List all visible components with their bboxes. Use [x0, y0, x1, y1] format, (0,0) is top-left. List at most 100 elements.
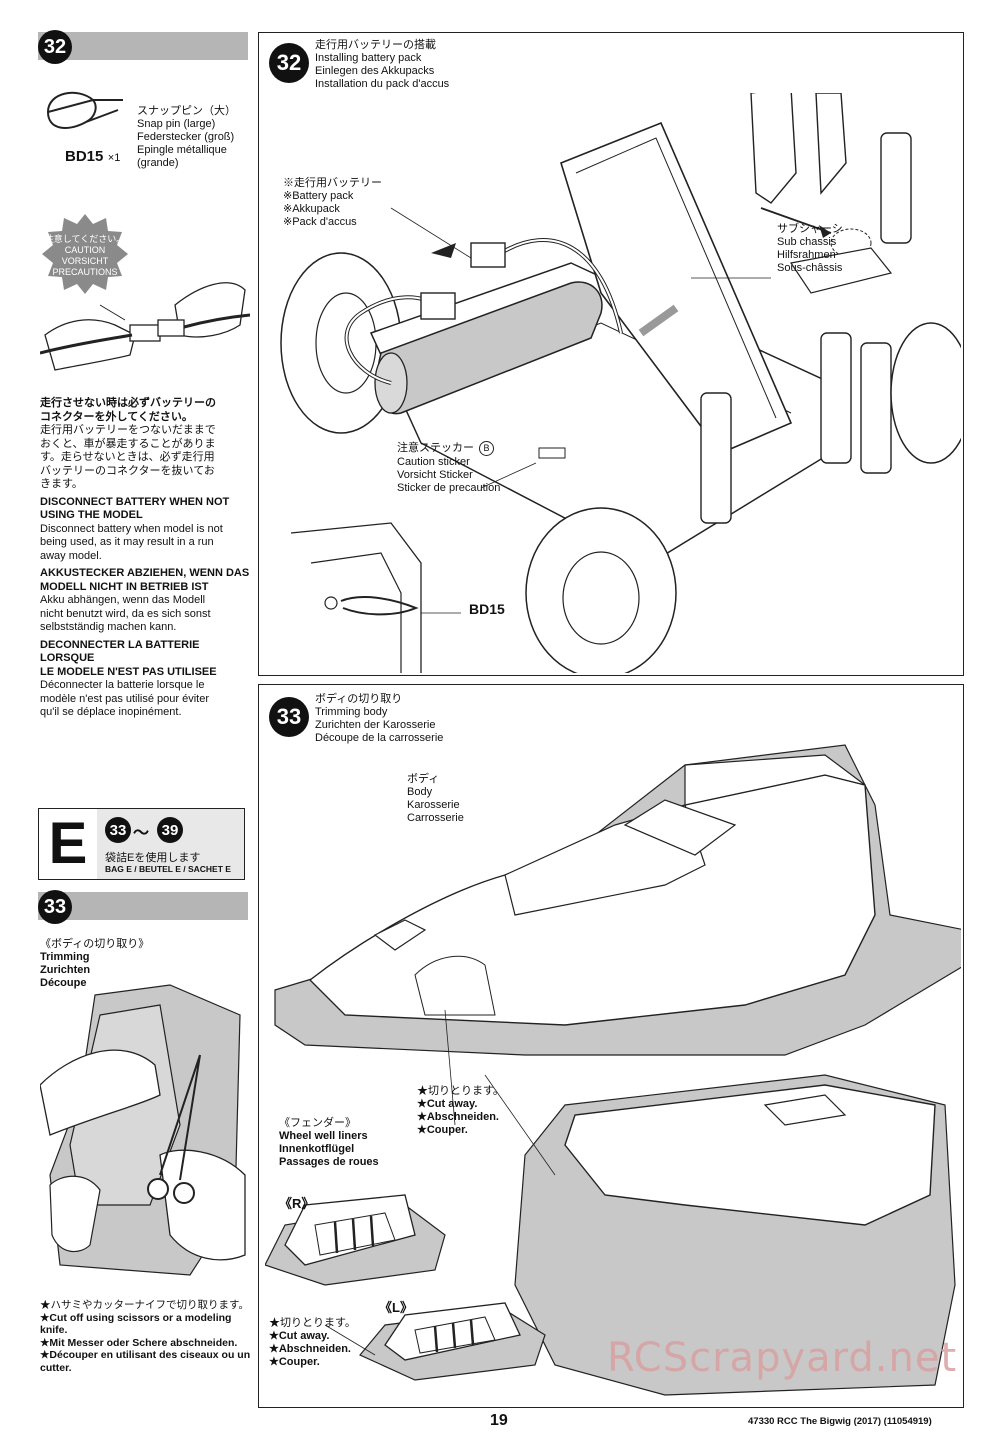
trimming-note-en-2: knife. — [40, 1324, 68, 1336]
warning-en-title-2: USING THE MODEL — [40, 509, 143, 521]
panel-33-number: 33 — [269, 697, 309, 737]
fender-de: Innenkotflügel — [279, 1143, 355, 1155]
warning-jp-title: 走行させない時は必ずバッテリーの — [40, 397, 216, 409]
warning-jp-body-2: おくと、車が暴走することがありま — [40, 437, 216, 450]
caution-en: CAUTION — [64, 245, 106, 255]
trimming-jp: 《ボディの切り取り》 — [40, 938, 150, 950]
trimming-note-en: ★Cut off using scissors or a modeling — [40, 1311, 232, 1324]
trimming-note-de: ★Mit Messer oder Schere abschneiden. — [40, 1336, 238, 1349]
warning-de-body: Akku abhängen, wenn das Modell — [40, 594, 206, 606]
warning-de-body-3: selbstständig machen kann. — [40, 621, 177, 633]
trimming-note-jp: ★ハサミやカッターナイフで切り取ります。 — [40, 1299, 249, 1311]
warning-fr-title: DECONNECTER LA BATTERIE LORSQUE — [40, 638, 200, 665]
page-number: 19 — [490, 1412, 508, 1429]
sticker-jp: 注意ステッカー — [397, 442, 474, 454]
cut-away-label-fender: ★切りとります。 ★Cut away. ★Abschneiden. ★Coupe… — [269, 1317, 356, 1369]
body-trimming-illustration — [265, 725, 961, 1405]
sticker-fr: Sticker de precaution — [397, 482, 501, 494]
caution-fr: PRECAUTIONS — [52, 267, 118, 277]
caution-badge: 注意してください。 CAUTION VORSICHT PRECAUTIONS — [40, 212, 130, 302]
battery-label-jp: ※走行用バッテリー — [283, 177, 382, 189]
document-id: 47330 RCC The Bigwig (2017) (11054919) — [748, 1416, 932, 1427]
cut-away-label-body: ★切りとります。 ★Cut away. ★Abschneiden. ★Coupe… — [417, 1085, 504, 1137]
caution-sticker-label: 注意ステッカー B Caution sticker Vorsicht Stick… — [397, 441, 500, 495]
sub-chassis-label: サブシャーシ Sub chassis Hilfsrahmen Sous-châs… — [777, 223, 843, 275]
cut-away-fender-jp: ★切りとります。 — [269, 1317, 356, 1329]
part-name-fr-2: (grande) — [137, 157, 179, 169]
battery-label-de: ※Akkupack — [283, 203, 340, 215]
step-32-header-bar — [38, 32, 248, 60]
trimming-label: 《ボディの切り取り》 Trimming Zurichten Découpe — [40, 938, 149, 990]
battery-label-en: ※Battery pack — [283, 190, 354, 202]
warning-fr-title-2: LE MODELE N'EST PAS UTILISEE — [40, 665, 217, 678]
part-code: BD15 ×1 — [65, 148, 120, 166]
step-33-number: 33 — [38, 890, 72, 924]
panel-32-title-fr: Installation du pack d'accus — [315, 78, 450, 90]
bag-jp: 袋詰Eを使用します — [105, 852, 201, 864]
warning-en-title: DISCONNECT BATTERY WHEN NOT — [40, 495, 230, 508]
body-label-jp: ボディ — [407, 773, 440, 785]
sticker-letter-badge: B — [479, 441, 495, 456]
cut-away-fr: ★Couper. — [417, 1124, 468, 1136]
bag-step-from: 33 — [105, 817, 131, 843]
battery-label-fr: ※Pack d'accus — [283, 216, 357, 228]
battery-install-illustration — [271, 93, 961, 673]
warning-de-body-2: nicht benutzt wird, da es sich sonst — [40, 607, 211, 620]
panel-33-title-en: Trimming body — [315, 706, 388, 718]
body-label-de: Karosserie — [407, 799, 460, 811]
panel-33-title-fr: Découpe de la carrosserie — [315, 732, 444, 744]
disconnect-battery-warning: 走行させない時は必ずバッテリーの コネクターを外してください。 走行用バッテリー… — [40, 397, 250, 720]
subchassis-jp: サブシャーシ — [777, 223, 843, 235]
cut-away-fender-fr: ★Couper. — [269, 1356, 320, 1368]
disconnect-connector-illustration — [40, 265, 250, 390]
bag-en: BAG E / BEUTEL E / SACHET E — [105, 864, 231, 874]
warning-jp-body-3: す。走らせないときは、必ず走行用 — [40, 451, 215, 463]
trimming-notes: ★ハサミやカッターナイフで切り取ります。 ★Cut off using scis… — [40, 1299, 252, 1374]
step-33-panel: 33 ボディの切り取り Trimming body Zurichten der … — [258, 684, 964, 1408]
warning-fr-body-2: modèle n'est pas utilisé pour éviter — [40, 692, 210, 705]
cut-away-en: ★Cut away. — [417, 1098, 478, 1110]
subchassis-fr: Sous-châssis — [777, 262, 843, 274]
snap-pin-label: スナップピン（大） Snap pin (large) Federstecker … — [137, 105, 236, 170]
warning-de-title: AKKUSTECKER ABZIEHEN, WENN DAS — [40, 567, 250, 579]
bag-e-box: E 33 〜 39 袋詰Eを使用します BAG E / BEUTEL E / S… — [38, 808, 245, 880]
scissors-trimming-illustration — [40, 975, 250, 1295]
bd15-callout: BD15 — [469, 601, 505, 617]
caution-jp: 注意してください。 — [44, 234, 126, 244]
part-code-text: BD15 — [65, 148, 104, 165]
cut-away-fender-en: ★Cut away. — [269, 1330, 330, 1342]
warning-fr-body: Déconnecter la batterie lorsque le — [40, 679, 205, 691]
warning-de-title-2: MODELL NICHT IN BETRIEB IST — [40, 580, 209, 593]
fender-fr: Passages de roues — [279, 1156, 379, 1168]
body-label-en: Body — [407, 786, 433, 798]
panel-32-title-de: Einlegen des Akkupacks — [315, 65, 435, 77]
subchassis-en: Sub chassis — [777, 236, 837, 248]
part-name-jp: スナップピン（大） — [137, 105, 236, 117]
trimming-fr: Découpe — [40, 977, 87, 989]
battery-pack-label: ※走行用バッテリー ※Battery pack ※Akkupack ※Pack … — [283, 177, 382, 229]
warning-fr-body-3: qu'il se déplace inopinément. — [40, 706, 182, 718]
warning-jp-body-5: きます。 — [40, 478, 83, 490]
wheel-well-liners-label: 《フェンダー》 Wheel well liners Innenkotflügel… — [279, 1117, 379, 1169]
cut-away-de: ★Abschneiden. — [417, 1111, 499, 1123]
warning-en-body-3: away model. — [40, 549, 102, 562]
part-name-de: Federstecker (groß) — [137, 131, 235, 143]
panel-32-number: 32 — [269, 43, 309, 83]
trimming-note-fr-2: cutter. — [40, 1361, 72, 1374]
watermark: RCScrapyard.net — [607, 1335, 958, 1381]
step-33-header-bar — [38, 892, 248, 920]
panel-32-title-en: Installing battery pack — [315, 52, 422, 64]
body-label-fr: Carrosserie — [407, 812, 464, 824]
part-name-en: Snap pin (large) — [137, 118, 216, 130]
fender-right-label: 《R》 — [279, 1196, 315, 1211]
fender-left-label: 《L》 — [379, 1300, 413, 1315]
trimming-en: Trimming — [40, 951, 90, 963]
caution-de: VORSICHT — [61, 256, 109, 266]
body-label: ボディ Body Karosserie Carrosserie — [407, 773, 464, 825]
trimming-note-fr: ★Découper en utilisant des ciseaux ou un — [40, 1349, 251, 1361]
subchassis-de: Hilfsrahmen — [777, 249, 836, 261]
bag-letter: E — [39, 809, 98, 879]
trimming-de: Zurichten — [40, 964, 91, 976]
warning-en-body: Disconnect battery when model is not — [40, 522, 223, 535]
panel-32-title-jp: 走行用バッテリーの搭載 — [315, 39, 436, 51]
